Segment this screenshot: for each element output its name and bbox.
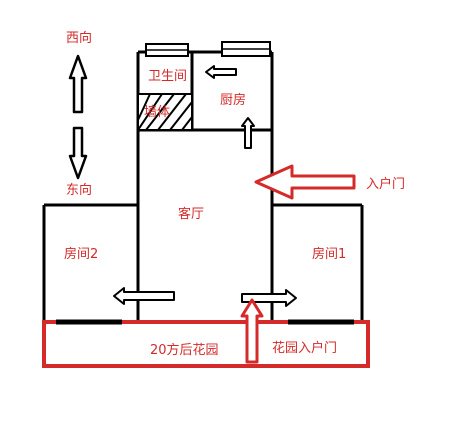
garden-entrance-arrow-up-icon <box>240 298 264 364</box>
hatched-wall-block <box>137 93 193 131</box>
label-entrance: 入户门 <box>366 176 405 192</box>
red-arrows <box>240 164 356 364</box>
movement-arrows <box>113 65 297 307</box>
label-garden-entrance: 花园入户门 <box>272 340 337 356</box>
label-living-room: 客厅 <box>178 206 204 222</box>
kitchen-arrow-up-icon <box>241 117 255 149</box>
entrance-arrow-left-icon <box>254 164 356 200</box>
label-room2: 房间2 <box>64 246 98 262</box>
label-garden: 20方后花园 <box>150 342 219 358</box>
label-east: 东向 <box>66 182 92 198</box>
central-block-outline <box>136 50 274 322</box>
room2-arrow-left-icon <box>113 287 175 305</box>
bathroom-arrow-left-icon <box>205 65 237 79</box>
west-arrow-up-icon <box>68 54 88 114</box>
garden-area <box>42 320 370 368</box>
label-room1: 房间1 <box>312 246 346 262</box>
east-arrow-down-icon <box>68 126 88 180</box>
label-bathroom: 卫生间 <box>148 69 187 84</box>
label-wall: 墙体 <box>144 105 170 120</box>
room1-arrow-right-icon <box>241 289 297 307</box>
label-west: 西向 <box>66 30 92 46</box>
label-kitchen: 厨房 <box>220 92 246 108</box>
compass-arrows <box>68 54 88 180</box>
